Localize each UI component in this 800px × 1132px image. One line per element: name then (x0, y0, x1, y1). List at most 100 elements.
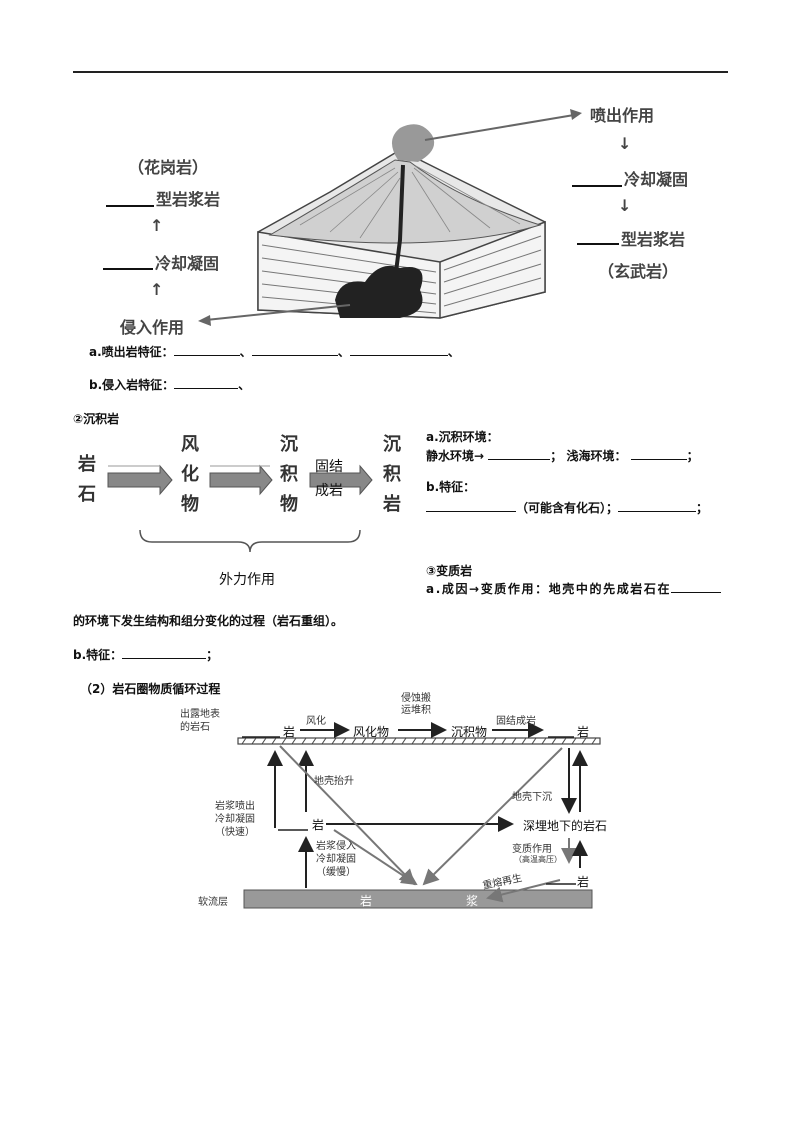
eruption-arrowhead (570, 109, 582, 120)
env-line: 静水环境→ ； 浅海环境： ； (426, 445, 699, 464)
line: 成岩 (315, 483, 343, 499)
env-label: a.沉积环境： (426, 430, 499, 444)
blank-right-2[interactable] (577, 243, 619, 245)
label-granite: （花岗岩） (128, 158, 209, 177)
blank-sed-feature-2[interactable] (618, 497, 697, 512)
label-intrusive-cool: 岩浆侵入 冷却凝固 （缓慢） (316, 840, 356, 879)
question-b-label: b.侵入岩特征： (89, 378, 175, 392)
line: 出露地表 (180, 709, 220, 720)
word-consolidate: 固结 成岩 (315, 455, 343, 503)
sep: ； (550, 449, 563, 463)
line: 岩浆喷出 (215, 801, 255, 812)
blank-a-1[interactable] (173, 341, 240, 356)
label-rock-3: 岩 (312, 818, 325, 832)
label-high-tp: （高温高压） (514, 855, 562, 864)
label-basalt: （玄武岩） (598, 262, 679, 281)
question-a: a.喷出岩特征：、、、 (89, 341, 460, 360)
blank-a-3[interactable] (349, 341, 448, 356)
blank-sed-feature-1[interactable] (426, 497, 516, 512)
arrow-right-rock-to-magma (422, 747, 563, 886)
char: 物 (181, 494, 199, 515)
label-rock-2: 岩 (577, 725, 590, 739)
metamorphic-feature: b.特征： ； (73, 644, 218, 663)
sed-feature-line: （可能含有化石）； ； (426, 497, 708, 516)
blank-right-1[interactable] (572, 185, 622, 187)
label-magma-1: 岩 (360, 894, 373, 908)
line: 冷却凝固 (316, 854, 356, 865)
blank-a-2[interactable] (251, 341, 338, 356)
blank-meta-feature[interactable] (122, 644, 207, 659)
cycle-heading: （2）岩石圈物质循环过程 (80, 682, 221, 696)
char: 岩 (383, 494, 401, 515)
cone-hatching (299, 165, 521, 239)
char: 化 (181, 464, 199, 485)
label-subside: 地壳下沉 (512, 792, 552, 803)
magma-bar (243, 889, 593, 909)
char: 岩 (78, 454, 96, 475)
label-cooling-left: 冷却凝固 (155, 254, 220, 273)
sep: ； (696, 501, 709, 515)
sep: 、 (447, 345, 460, 359)
metamorphic-heading: ③变质岩 (426, 564, 473, 578)
up-arrow-1: ↑ (150, 216, 164, 235)
arrow-rock-to-weathered (107, 464, 173, 496)
arrow-weathered-to-sediment (209, 464, 273, 496)
word-weathered: 风 化 物 (178, 430, 202, 520)
label-deep-rock: 深埋地下的岩石 (523, 819, 608, 833)
cause-text: a.成因→变质作用：地壳中的先成岩石在 (426, 582, 672, 596)
intrusion-arrowhead (198, 315, 211, 326)
blank-b-1[interactable] (174, 374, 239, 389)
blank-shallow-sea[interactable] (630, 445, 687, 460)
line: 侵蚀搬 (401, 693, 431, 704)
magma-chamber (335, 265, 423, 318)
surface-hatch (241, 737, 597, 745)
label-cooling-right: 冷却凝固 (624, 170, 689, 189)
external-force-brace (139, 529, 361, 553)
blank-cause[interactable] (671, 578, 722, 593)
volcano-cone (268, 159, 542, 244)
line: 固结 (315, 459, 343, 475)
question-b: b.侵入岩特征： 、 (89, 374, 250, 393)
char: 积 (280, 464, 298, 485)
label-erosion: 侵蚀搬 运堆积 (401, 693, 431, 717)
label-asthenosphere: 软流层 (198, 897, 228, 908)
label-type-right: 型岩浆岩 (621, 230, 686, 249)
arrow-sediment-to-rock (309, 464, 373, 496)
line: 运堆积 (401, 705, 431, 716)
blank-left-2[interactable] (103, 268, 153, 270)
question-a-label: a.喷出岩特征： (89, 345, 174, 359)
label-rock-4: 岩 (577, 875, 590, 889)
blank-left-1[interactable] (106, 205, 154, 207)
arrow-mid-rock-to-magma (333, 829, 418, 886)
fossil-note: （可能含有化石）； (516, 501, 619, 515)
sep: ； (686, 449, 699, 463)
char: 物 (280, 494, 298, 515)
down-arrow-2: ↓ (618, 196, 632, 215)
word-sed-rock: 沉 积 岩 (380, 430, 404, 520)
label-uplift: 地壳抬升 (314, 776, 354, 787)
label-sediment: 沉积物 (451, 725, 488, 739)
sep: ； (206, 648, 219, 662)
label-eruption: 喷出作用 (590, 106, 655, 125)
word-sediment: 沉 积 物 (277, 430, 301, 520)
blank-still-water[interactable] (488, 445, 551, 460)
eruption-arrow (424, 114, 575, 141)
magma-conduit (393, 164, 405, 281)
label-magma-2: 浆 (466, 894, 479, 908)
label-extrusive-cool: 岩浆喷出 冷却凝固 （快速） (215, 800, 255, 839)
up-arrow-2: ↑ (150, 280, 164, 299)
label-consolidate: 固结成岩 (496, 716, 536, 727)
label-weathering: 风化 (306, 716, 326, 727)
still-water-label: 静水环境→ (426, 449, 485, 463)
sed-feature-label: b.特征： (426, 480, 476, 494)
eruption-plume (391, 124, 435, 162)
char: 风 (181, 434, 199, 455)
line: 的岩石 (180, 722, 210, 733)
label-external-force: 外力作用 (219, 572, 275, 588)
line: 冷却凝固 (215, 814, 255, 825)
sep: 、 (238, 378, 251, 392)
down-arrow-1: ↓ (618, 134, 632, 153)
feature-label: b.特征： (73, 648, 123, 662)
